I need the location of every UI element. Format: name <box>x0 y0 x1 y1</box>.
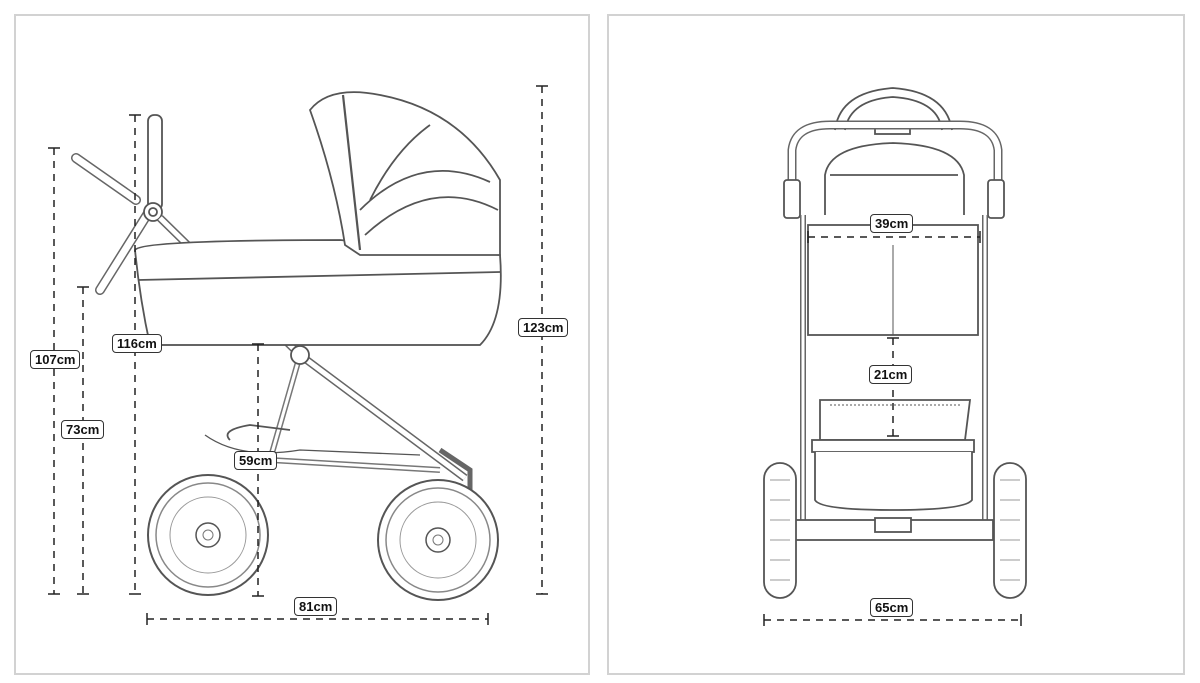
dimension-label-59: 59cm <box>234 451 278 470</box>
side-view-stroller <box>71 91 502 601</box>
front-dimension-lines <box>764 236 1021 621</box>
dimension-label-65: 65cm <box>870 598 914 617</box>
front-dimension-caps <box>763 231 1022 626</box>
dimension-label-39: 39cm <box>870 214 914 233</box>
dimension-label-116: 116cm <box>112 334 162 353</box>
dimension-label-73: 73cm <box>61 420 105 439</box>
dimension-label-21: 21cm <box>869 365 913 384</box>
front-view-stroller <box>763 87 1027 599</box>
side-dimension-lines <box>53 86 543 620</box>
dimension-label-123: 123cm <box>518 318 569 337</box>
side-dimension-caps <box>48 85 548 625</box>
dimension-label-107: 107cm <box>30 350 81 369</box>
dimension-label-81: 81cm <box>294 597 338 616</box>
